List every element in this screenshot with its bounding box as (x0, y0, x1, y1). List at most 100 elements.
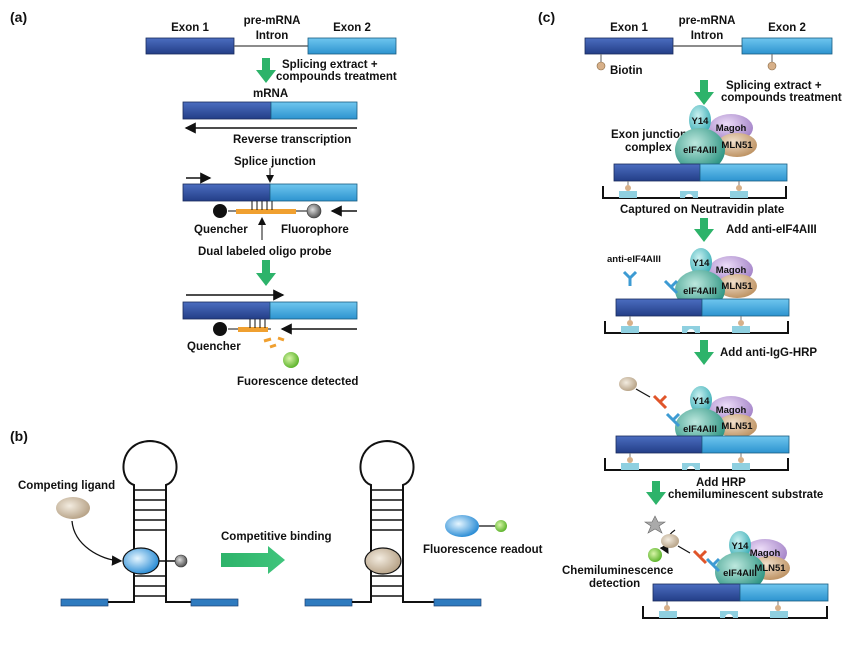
b-ligand-arrow (71, 520, 123, 566)
c-eif-label: eIF4AIII (683, 145, 717, 156)
a-quencher-dot (213, 204, 227, 218)
c-mrna1-exon2 (699, 163, 788, 182)
c-add-hrp-line2: chemiluminescent substrate (668, 489, 823, 501)
c-plate-4 (642, 601, 828, 619)
c-eif-label-4: eIF4AIII (723, 568, 757, 579)
a-premrna (145, 37, 397, 55)
b-competitive-arrow (221, 546, 285, 574)
a-final-exon1 (182, 301, 271, 320)
c-add-anti-eif-label: Add anti-eIF4AIII (726, 224, 817, 236)
c-mrna3-exon1 (615, 435, 703, 454)
a-mrna-label: mRNA (253, 88, 288, 100)
a-arrow-2 (256, 260, 276, 286)
panel-label-b: (b) (10, 428, 28, 444)
c-mrna4-exon2 (739, 583, 829, 602)
c-anti-eif-label: anti-eIF4AIII (607, 254, 661, 265)
a-quencher-label: Quencher (194, 224, 248, 236)
c-captured-label: Captured on Neutravidin plate (620, 204, 784, 216)
c-magoh-label-3: Magoh (716, 405, 747, 416)
a-fluorophore-dot (306, 203, 322, 219)
a-cleaved-probe (213, 319, 285, 349)
a-exon1-bar (145, 37, 235, 55)
c-plate-3 (604, 453, 789, 471)
c-mrna3-exon2 (701, 435, 790, 454)
a-intron-label: Intron (256, 30, 289, 42)
panel-label-a: (a) (10, 9, 27, 25)
b-released-probe (445, 515, 479, 537)
c-arrow-3 (694, 340, 714, 365)
c-free-antibody (622, 270, 638, 286)
c-y14-label-3: Y14 (693, 396, 711, 407)
panel-label-c: (c) (538, 9, 555, 25)
c-mln51-label-2: MLN51 (721, 281, 753, 292)
c-mln51-label-3: MLN51 (721, 421, 753, 432)
c-plate-2 (604, 316, 789, 334)
b-released-fluor (495, 520, 507, 532)
c-arrow-2 (694, 218, 714, 242)
c-exon2-bar (741, 37, 833, 55)
c-ejc-4 (644, 515, 790, 592)
a-final-exon2 (269, 301, 358, 320)
a-mrna-exon1 (182, 101, 272, 120)
c-biotin-label: Biotin (610, 65, 643, 77)
a-exon1-label: Exon 1 (171, 22, 209, 34)
c-exon1-label: Exon 1 (610, 22, 648, 34)
c-star-icon (644, 515, 666, 534)
a-splice-junction-label: Splice junction (234, 156, 316, 168)
c-step1-line2: compounds treatment (721, 92, 842, 104)
b-ligand (56, 497, 90, 519)
a-probe (213, 201, 322, 219)
c-glow-icon (648, 548, 662, 562)
c-add-anti-igg-label: Add anti-IgG-HRP (720, 347, 817, 359)
a-fluorophore-label: Fluorophore (281, 224, 349, 236)
c-mrna2-exon1 (615, 298, 703, 317)
c-ejc-1 (675, 105, 757, 172)
a-cdna-exon1 (182, 183, 271, 202)
c-chemi-line2: detection (589, 578, 640, 590)
b-competitive-binding-label: Competitive binding (221, 531, 332, 543)
c-eif-label-3: eIF4AIII (683, 424, 717, 435)
c-exon1-bar (584, 37, 674, 55)
c-y14-label-4: Y14 (732, 541, 750, 552)
a-cdna-exon2 (269, 183, 358, 202)
c-mrna1-exon1 (613, 163, 701, 182)
c-mln51-label: MLN51 (721, 140, 753, 151)
c-step1-line1: Splicing extract + (726, 80, 822, 92)
a-step1-line2: compounds treatment (276, 71, 397, 83)
c-y14-label: Y14 (692, 116, 710, 127)
c-ejc-line2: complex (625, 142, 672, 154)
a-probe-label: Dual labeled oligo probe (198, 246, 332, 258)
c-magoh-label: Magoh (716, 123, 747, 134)
c-mrna4-exon1 (652, 583, 741, 602)
a-fluor-signal (283, 352, 299, 368)
c-intron-label: Intron (691, 30, 724, 42)
c-premrna-label: pre-mRNA (679, 15, 736, 27)
a-mrna-exon2 (270, 101, 358, 120)
b-hairpin-left (60, 439, 239, 607)
c-biotin-dot (596, 61, 606, 71)
c-mln51-label-4: MLN51 (754, 563, 786, 574)
c-magoh-label-2: Magoh (716, 265, 747, 276)
c-add-hrp-line1: Add HRP (696, 477, 746, 489)
c-chemi-line1: Chemiluminescence (562, 565, 673, 577)
a-rt-label: Reverse transcription (233, 134, 351, 146)
c-y14-label-2: Y14 (693, 258, 711, 269)
c-ejc-line1: Exon junction (611, 129, 687, 141)
a-step1-line1: Splicing extract + (282, 59, 378, 71)
c-mrna2-exon2 (701, 298, 790, 317)
a-exon2-label: Exon 2 (333, 22, 371, 34)
a-fluor-detected-label: Fuorescence detected (237, 376, 358, 388)
a-arrow-1 (256, 58, 276, 83)
c-arrow-4 (646, 481, 666, 505)
b-hairpin-right (304, 439, 482, 607)
a-quencher2-label: Quencher (187, 341, 241, 353)
c-exon2-label: Exon 2 (768, 22, 806, 34)
c-arrow-1 (694, 80, 714, 105)
a-exon2-bar (307, 37, 397, 55)
b-competing-ligand-label: Competing ligand (18, 480, 115, 492)
a-premrna-label: pre-mRNA (244, 15, 301, 27)
b-readout-label: Fluorescence readout (423, 544, 543, 556)
c-plate-1 (602, 181, 787, 199)
